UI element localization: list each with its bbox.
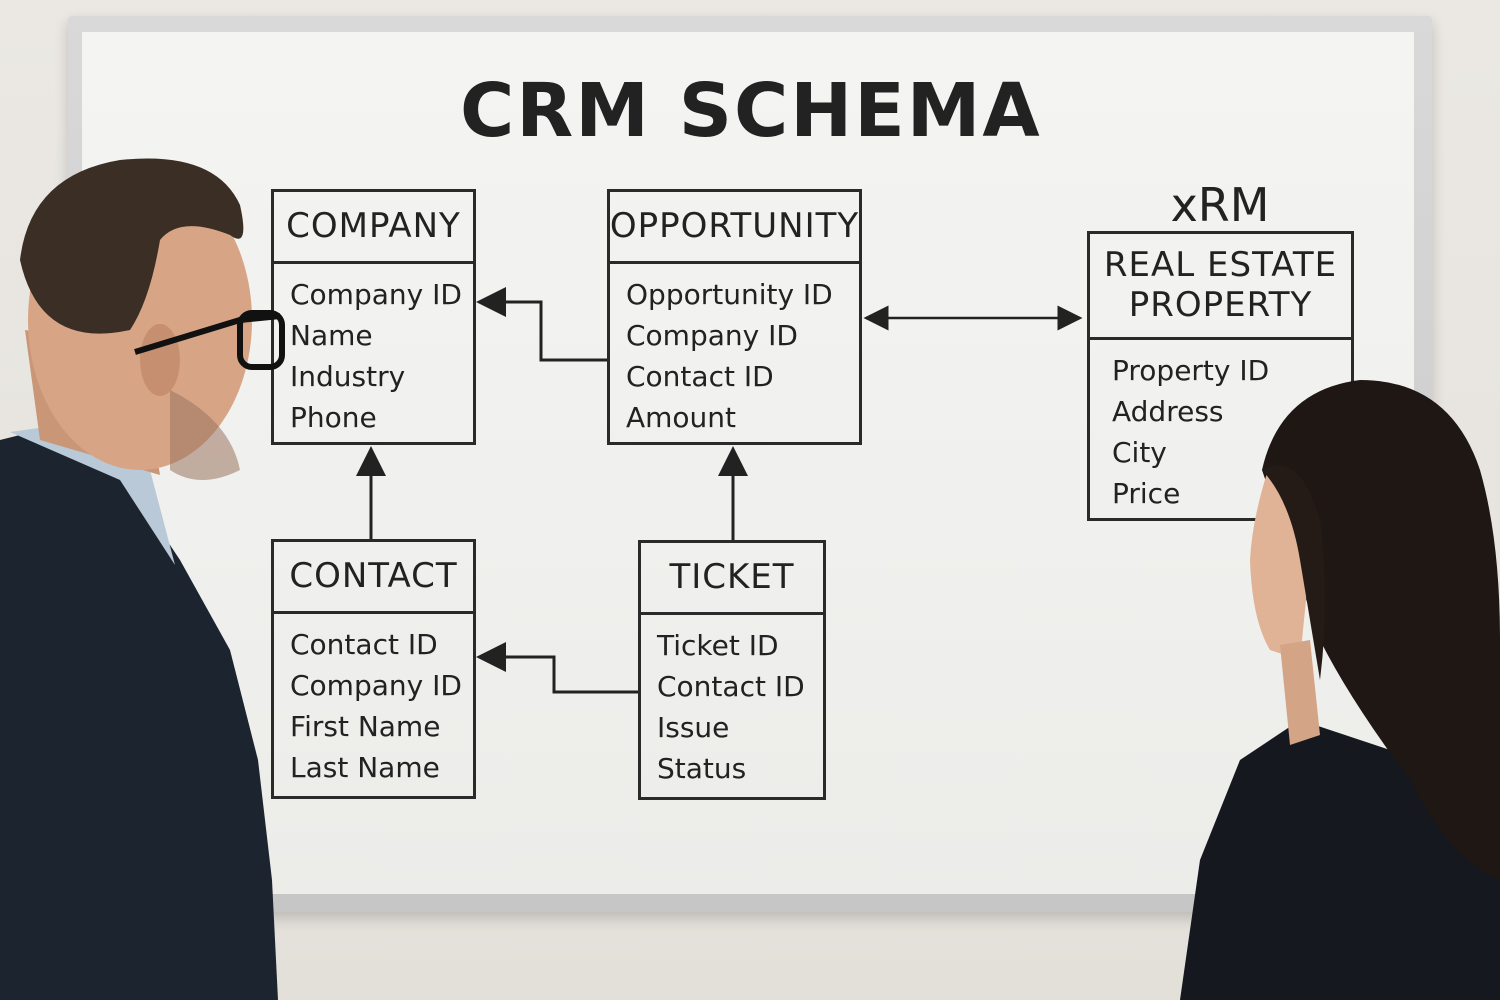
ticket-field: Status: [657, 752, 747, 785]
contact-field: Company ID: [290, 669, 462, 702]
company-field: Name: [290, 319, 373, 352]
entity-company: COMPANY Company ID Name Industry Phone: [271, 189, 476, 445]
woman-hair-front: [1262, 465, 1325, 680]
contact-field: First Name: [290, 710, 441, 743]
opportunity-field: Company ID: [626, 319, 798, 352]
ticket-field: Issue: [657, 711, 730, 744]
property-field: Address: [1112, 395, 1224, 428]
whiteboard: [82, 32, 1414, 894]
entity-real-estate-property-header: REAL ESTATE PROPERTY: [1090, 234, 1351, 340]
board-title: CRM SCHEMA: [460, 68, 1042, 154]
man-beard: [170, 390, 240, 480]
entity-real-estate-property: REAL ESTATE PROPERTY Property ID Address…: [1087, 231, 1354, 521]
entity-contact-header: CONTACT: [274, 542, 473, 614]
opportunity-field: Amount: [626, 401, 737, 434]
entity-company-fields: Company ID Name Industry Phone: [274, 264, 473, 438]
contact-field: Last Name: [290, 751, 440, 784]
contact-field: Contact ID: [290, 628, 438, 661]
ticket-field: Contact ID: [657, 670, 805, 703]
company-field: Industry: [290, 360, 406, 393]
property-field: Property ID: [1112, 354, 1270, 387]
property-field: Price: [1112, 477, 1181, 510]
entity-ticket-fields: Ticket ID Contact ID Issue Status: [641, 615, 823, 789]
connector-opportunity-to-company: [476, 287, 607, 362]
man-hair: [20, 158, 244, 334]
entity-real-estate-property-fields: Property ID Address City Price: [1090, 340, 1351, 514]
glasses-icon: [134, 310, 285, 370]
opportunity-field: Opportunity ID: [626, 278, 833, 311]
entity-contact: CONTACT Contact ID Company ID First Name…: [271, 539, 476, 799]
woman-hair: [1262, 380, 1500, 880]
entity-opportunity-fields: Opportunity ID Company ID Contact ID Amo…: [610, 264, 859, 438]
entity-company-header: COMPANY: [274, 192, 473, 264]
xrm-label: xRM: [1170, 178, 1270, 232]
company-field: Phone: [290, 401, 377, 434]
ticket-field: Ticket ID: [657, 629, 779, 662]
entity-opportunity-header: OPPORTUNITY: [610, 192, 859, 264]
entity-ticket: TICKET Ticket ID Contact ID Issue Status: [638, 540, 826, 800]
company-field: Company ID: [290, 278, 462, 311]
entity-opportunity: OPPORTUNITY Opportunity ID Company ID Co…: [607, 189, 862, 445]
entity-contact-fields: Contact ID Company ID First Name Last Na…: [274, 614, 473, 788]
entity-ticket-header: TICKET: [641, 543, 823, 615]
opportunity-field: Contact ID: [626, 360, 774, 393]
woman-neck: [1280, 640, 1320, 745]
connector-ticket-to-contact: [476, 642, 638, 694]
property-field: City: [1112, 436, 1167, 469]
man-suit: [0, 430, 278, 1000]
